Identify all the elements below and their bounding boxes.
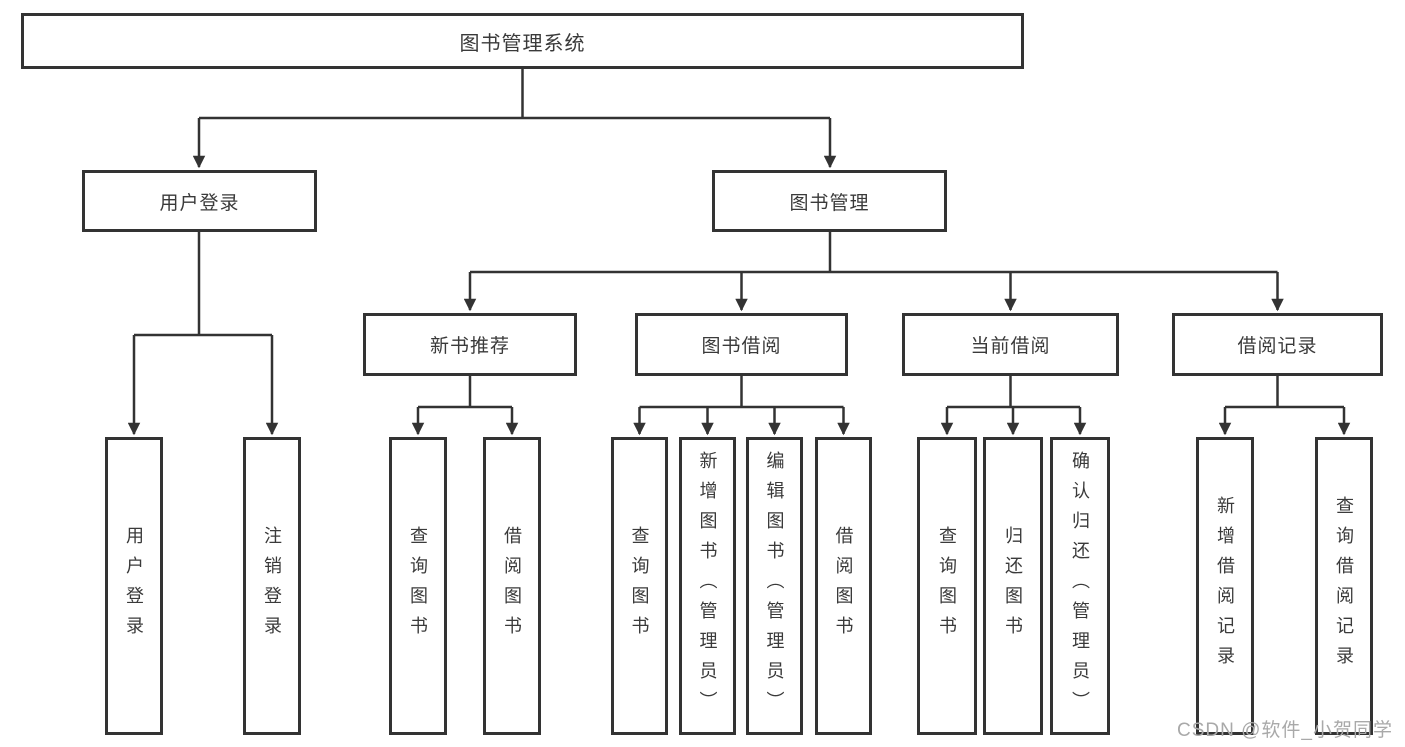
- leaf-borrow-book-1: 借阅图书: [483, 437, 541, 735]
- node-label: 借阅图书: [502, 526, 522, 646]
- leaf-query-borrow-record: 查询借阅记录: [1315, 437, 1373, 735]
- leaf-confirm-return-admin: 确认归还（管理员）: [1050, 437, 1110, 735]
- node-current-borrowing: 当前借阅: [902, 313, 1119, 376]
- node-label: 查询图书: [937, 526, 957, 646]
- node-label: 用户登录: [124, 526, 144, 646]
- connector-current-borrow-branch: [947, 376, 1080, 409]
- node-borrowing-records: 借阅记录: [1172, 313, 1383, 376]
- csdn-watermark: CSDN @软件_小贺同学: [1177, 720, 1393, 741]
- node-label: 查询图书: [629, 526, 650, 646]
- node-user-login: 用户登录: [82, 170, 317, 232]
- node-label: 查询借阅记录: [1334, 496, 1354, 676]
- node-label: 确认归还（管理员）: [1070, 451, 1090, 721]
- leaf-query-book-2: 查询图书: [611, 437, 668, 735]
- leaf-add-book-admin: 新增图书（管理员）: [679, 437, 736, 735]
- node-label: 图书管理: [789, 192, 870, 214]
- node-library-management-system: 图书管理系统: [21, 13, 1024, 69]
- connector-book-borrow-branch: [639, 376, 844, 409]
- node-label: 新书推荐: [429, 336, 510, 357]
- node-label: 图书借阅: [701, 336, 782, 357]
- node-new-book-recommendation: 新书推荐: [363, 313, 577, 376]
- leaf-logout: 注销登录: [243, 437, 301, 735]
- node-book-borrowing: 图书借阅: [635, 313, 848, 376]
- node-label: 当前借阅: [970, 336, 1051, 357]
- node-label: 图书管理系统: [459, 32, 586, 55]
- leaf-add-borrow-record: 新增借阅记录: [1196, 437, 1254, 735]
- leaf-edit-book-admin: 编辑图书（管理员）: [746, 437, 803, 735]
- node-label: 注销登录: [262, 526, 282, 646]
- node-label: 用户登录: [159, 192, 240, 214]
- node-label: 新增图书（管理员）: [697, 451, 718, 721]
- node-label: 新增借阅记录: [1215, 496, 1235, 676]
- leaf-query-book-1: 查询图书: [389, 437, 447, 735]
- node-label: 编辑图书（管理员）: [764, 451, 785, 721]
- node-label: 查询图书: [408, 526, 428, 646]
- node-label: 借阅图书: [833, 526, 854, 646]
- leaf-user-login: 用户登录: [105, 437, 163, 735]
- node-label: 借阅记录: [1237, 336, 1318, 357]
- leaf-return-book: 归还图书: [983, 437, 1043, 735]
- leaf-borrow-book-2: 借阅图书: [815, 437, 872, 735]
- leaf-query-book-3: 查询图书: [917, 437, 977, 735]
- node-label: 归还图书: [1003, 526, 1023, 646]
- node-book-management: 图书管理: [712, 170, 947, 232]
- connector-borrow-record-branch: [1225, 376, 1344, 409]
- connector-new-book-rec-branch: [418, 376, 512, 409]
